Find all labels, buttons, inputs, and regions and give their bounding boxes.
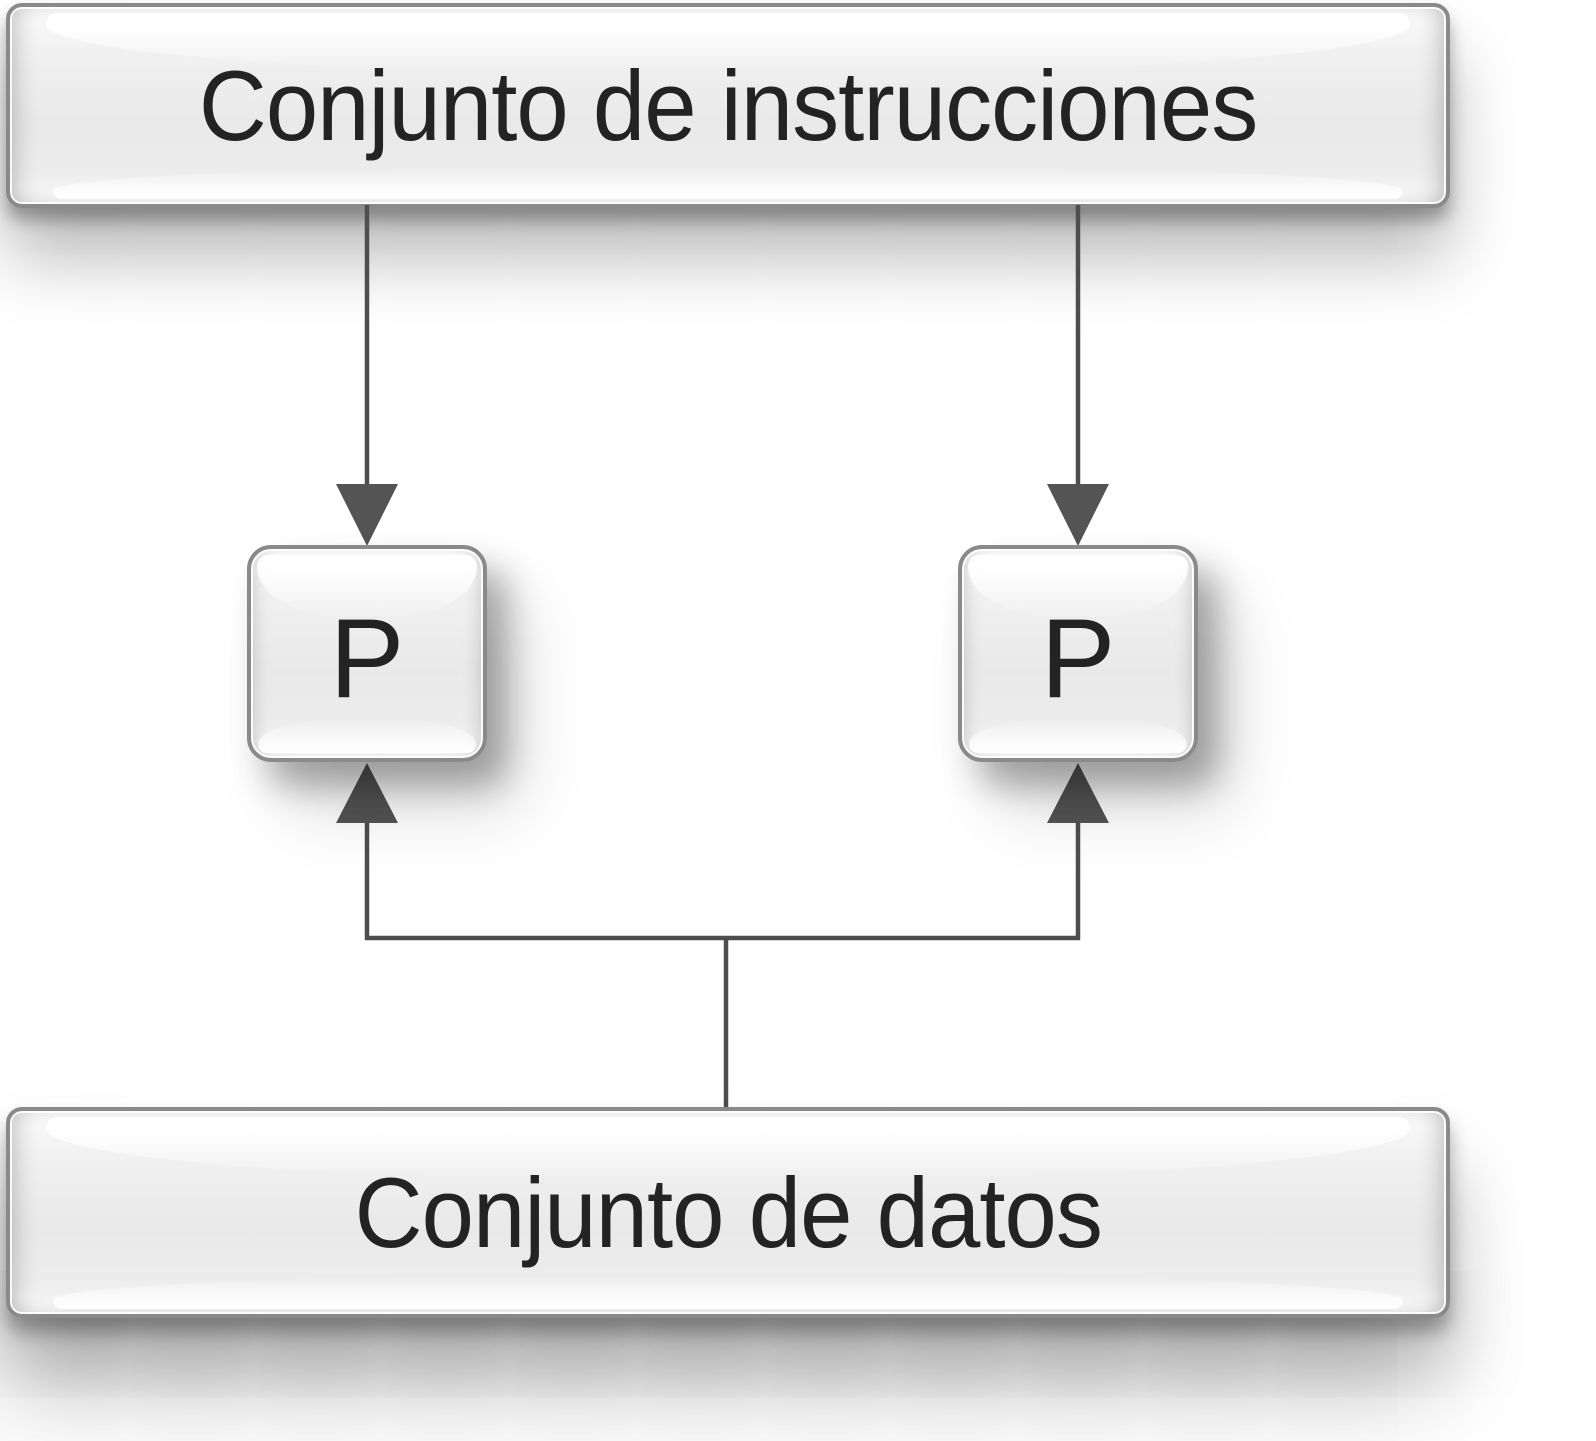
arrow-instructions-to-right-processor (1047, 205, 1109, 546)
arrowhead-down-icon (1047, 484, 1109, 546)
arrowhead-down-icon (336, 484, 398, 546)
arrowhead-up-icon (336, 763, 398, 823)
data-set-node: Conjunto de datos (6, 1107, 1450, 1318)
arrow-instructions-to-left-processor (336, 205, 398, 546)
processor-right-node: P (958, 545, 1198, 762)
processor-left-label: P (329, 596, 405, 721)
arrow-data-to-left-processor (336, 763, 398, 940)
instruction-set-node: Conjunto de instrucciones (6, 3, 1450, 208)
processor-left-node: P (247, 545, 487, 762)
processor-right-label: P (1040, 596, 1116, 721)
data-set-label: Conjunto de datos (354, 1156, 1102, 1268)
arrow-data-to-right-processor (1047, 763, 1109, 940)
arrowhead-up-icon (1047, 763, 1109, 823)
instruction-set-label: Conjunto de instrucciones (198, 49, 1258, 161)
data-bus-trunk (365, 935, 1080, 1110)
